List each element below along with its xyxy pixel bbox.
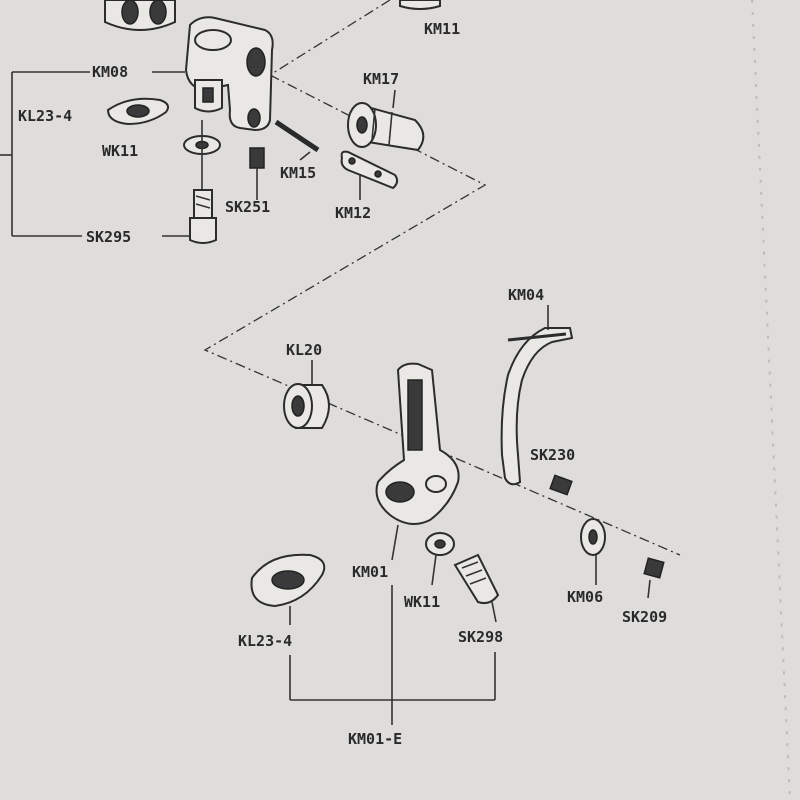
- part-sk295-screw: [189, 189, 217, 244]
- part-km11-roller: [399, 0, 441, 10]
- label-sk295: SK295: [86, 228, 131, 246]
- label-kl23-4-bottom: KL23-4: [238, 632, 292, 650]
- label-km01-e: KM01-E: [348, 730, 402, 748]
- label-km12: KM12: [335, 204, 371, 222]
- label-km15: KM15: [280, 164, 316, 182]
- bottom-group-bracket: [289, 585, 496, 725]
- part-km08-block: [184, 16, 274, 132]
- top-group-bracket: [0, 71, 192, 237]
- label-kl23-4-top: KL23-4: [18, 107, 72, 125]
- label-km11-top: KM11: [424, 20, 460, 38]
- label-km08: KM08: [92, 63, 128, 81]
- label-sk230: SK230: [530, 446, 575, 464]
- part-sk251-screw: [249, 147, 265, 200]
- part-kl23-4-top: [106, 97, 169, 126]
- label-sk251: SK251: [225, 198, 270, 216]
- label-km04: KM04: [508, 286, 544, 304]
- part-km06-washer: [580, 518, 606, 585]
- part-kl23-4-bottom: [250, 553, 326, 625]
- axis-top-left: [269, 0, 391, 76]
- label-wk11-top: WK11: [102, 142, 138, 160]
- part-km17-roller: [347, 89, 425, 152]
- part-sk230-screw: [549, 474, 573, 496]
- part-km11-top-roller: [104, 0, 176, 31]
- label-km01: KM01: [352, 563, 388, 581]
- page-edge-dots: [751, 0, 791, 800]
- part-km12-link: [340, 150, 399, 200]
- label-wk11-bottom: WK11: [404, 593, 440, 611]
- label-sk209: SK209: [622, 608, 667, 626]
- part-kl20-bushing: [283, 360, 330, 429]
- part-wk11-bottom: [425, 532, 455, 586]
- label-km17: KM17: [363, 70, 399, 88]
- label-km06: KM06: [567, 588, 603, 606]
- label-kl20: KL20: [286, 341, 322, 359]
- part-km01-arm: [375, 362, 460, 561]
- part-km15-pin: [274, 119, 320, 161]
- part-sk298-screw: [453, 553, 500, 623]
- part-sk209-screw: [643, 557, 665, 599]
- label-sk298: SK298: [458, 628, 503, 646]
- part-km04-lever: [500, 305, 574, 486]
